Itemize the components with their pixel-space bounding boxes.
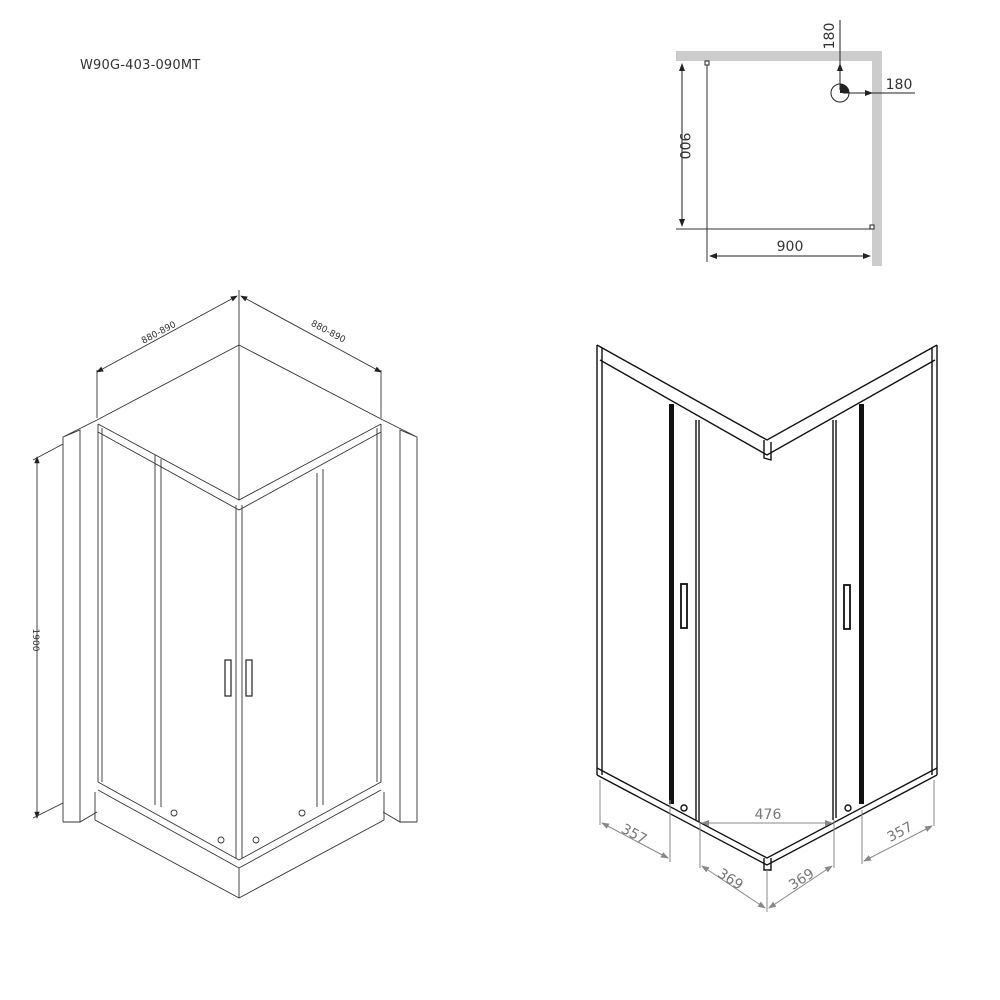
plan-view: 900 900 180 180 [676,20,915,266]
front-view [596,344,938,871]
front-view-dimensions [599,780,935,912]
plan-width-label: 900 [777,239,804,255]
left-fixed-width-label: 357 [618,821,649,848]
iso-height-label: 1900 [30,629,40,652]
iso-left-width-label: 880-890 [140,320,178,347]
drain-offset-side: 180 [886,77,913,93]
entry-width-label: 476 [755,807,782,823]
iso-right-width-label: 880-890 [309,319,347,346]
left-corner-label: 369 [715,866,746,894]
drain-offset-top: 180 [822,23,838,50]
right-fixed-width-label: 357 [885,819,916,846]
plan-depth-label: 900 [676,133,692,160]
right-corner-label: 369 [786,866,817,894]
plan-wall-right [872,51,882,266]
isometric-view [32,290,418,899]
plan-wall-top [676,51,882,61]
model-code: W90G-403-090MT [80,58,201,73]
